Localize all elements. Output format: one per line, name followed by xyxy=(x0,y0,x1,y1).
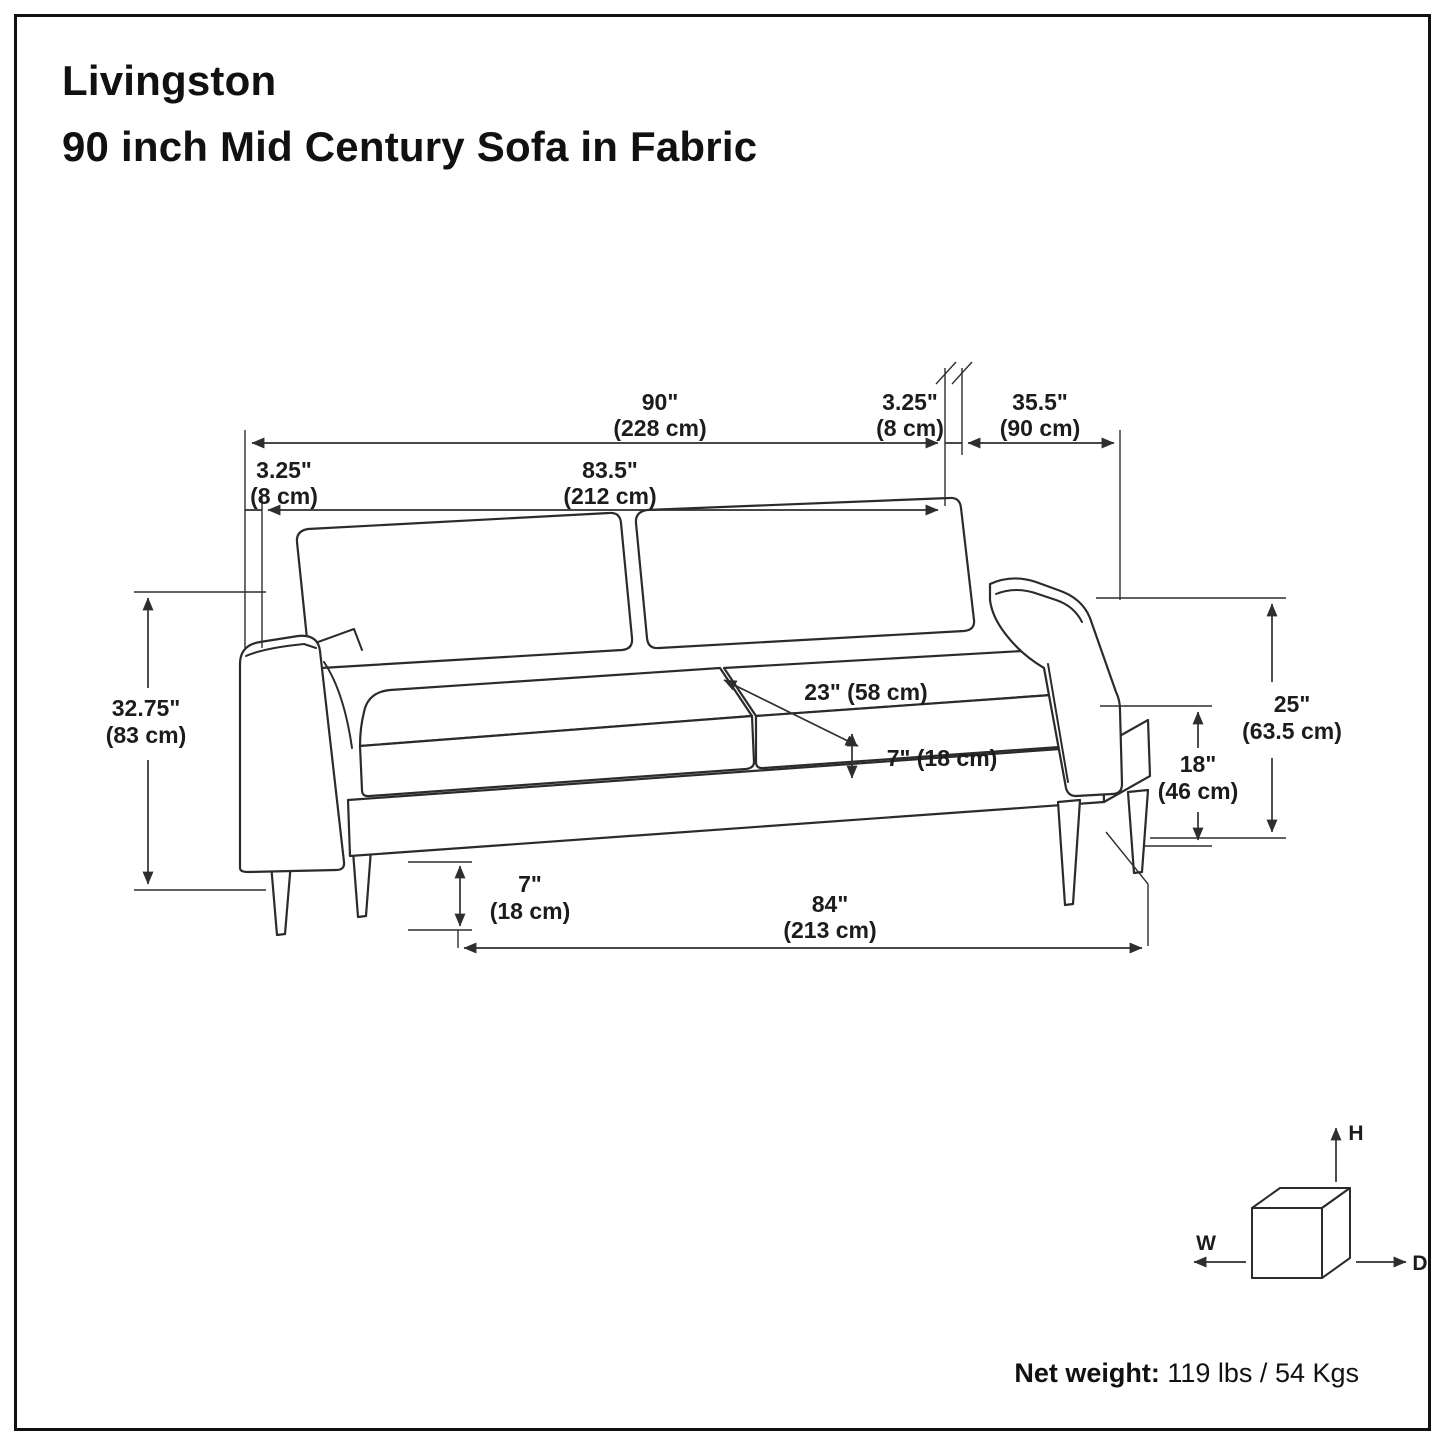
label-seat-depth: 23" (58 cm) xyxy=(804,679,927,705)
sofa-leg-back-right xyxy=(1126,788,1150,875)
dim-line-seat-depth xyxy=(723,679,859,747)
dimension-annotations: 90" (228 cm) 3.25" (8 cm) 35.5" (90 cm) … xyxy=(106,361,1342,954)
label-base-width-in: 84" xyxy=(812,891,849,917)
label-height-in: 32.75" xyxy=(112,695,180,721)
sofa-arm-left-back-edge xyxy=(317,628,363,651)
sofa-arm-left-top-line xyxy=(245,643,317,657)
label-overall-width-cm: (228 cm) xyxy=(613,415,706,441)
height-axis-label: H xyxy=(1348,1122,1363,1145)
label-interior-width-cm: (212 cm) xyxy=(563,483,656,509)
sofa-seat-cushion-left-top xyxy=(358,666,754,748)
label-depth-in: 35.5" xyxy=(1012,389,1068,415)
sofa-arm-right xyxy=(988,577,1124,798)
label-arm-height-in: 25" xyxy=(1274,691,1311,717)
label-arm-left-in: 3.25" xyxy=(256,457,312,483)
depth-axis-label: D xyxy=(1412,1252,1427,1275)
label-leg-height-cm: (18 cm) xyxy=(490,898,571,924)
sofa-drawing xyxy=(238,496,1152,937)
label-arm-left-cm: (8 cm) xyxy=(250,483,318,509)
net-weight-label: Net weight: xyxy=(1014,1358,1160,1388)
product-subtitle: 90 inch Mid Century Sofa in Fabric xyxy=(62,123,758,170)
sofa-leg-front-right xyxy=(1056,798,1082,907)
label-arm-right-in: 3.25" xyxy=(882,389,938,415)
label-base-width-cm: (213 cm) xyxy=(783,917,876,943)
label-seat-height-in: 18" xyxy=(1180,751,1217,777)
sofa-back-cushion-left xyxy=(295,511,634,670)
sofa-arm-right-inner-line xyxy=(1047,663,1069,783)
cube-front-face xyxy=(1251,1207,1323,1279)
tick-mark-2 xyxy=(951,361,973,385)
tick-mark-1 xyxy=(935,361,957,385)
sofa-arm-left xyxy=(238,634,346,874)
label-height-cm: (83 cm) xyxy=(106,722,187,748)
sofa-arm-left-inner-curve xyxy=(323,661,353,749)
net-weight-value: 119 lbs / 54 Kgs xyxy=(1167,1358,1359,1388)
axis-indicator: H W D xyxy=(1193,1122,1428,1279)
sofa-back-cushion-right xyxy=(634,496,976,650)
label-interior-width-in: 83.5" xyxy=(582,457,638,483)
product-name: Livingston xyxy=(62,57,277,104)
width-axis-label: W xyxy=(1196,1232,1216,1255)
title-block: Livingston 90 inch Mid Century Sofa in F… xyxy=(62,48,757,180)
ext-line-base-right-diag xyxy=(1105,831,1149,885)
label-seat-height-cm: (46 cm) xyxy=(1158,778,1239,804)
label-arm-right-cm: (8 cm) xyxy=(876,415,944,441)
label-cushion-thickness: 7" (18 cm) xyxy=(887,745,998,771)
net-weight: Net weight: 119 lbs / 54 Kgs xyxy=(1014,1358,1359,1389)
label-leg-height-in: 7" xyxy=(518,871,542,897)
label-depth-cm: (90 cm) xyxy=(1000,415,1081,441)
sofa-arm-right-top-line xyxy=(995,589,1083,623)
label-arm-height-cm: (63.5 cm) xyxy=(1242,718,1342,744)
sofa-seat-cushion-left-front xyxy=(358,714,756,798)
label-overall-width-in: 90" xyxy=(642,389,679,415)
